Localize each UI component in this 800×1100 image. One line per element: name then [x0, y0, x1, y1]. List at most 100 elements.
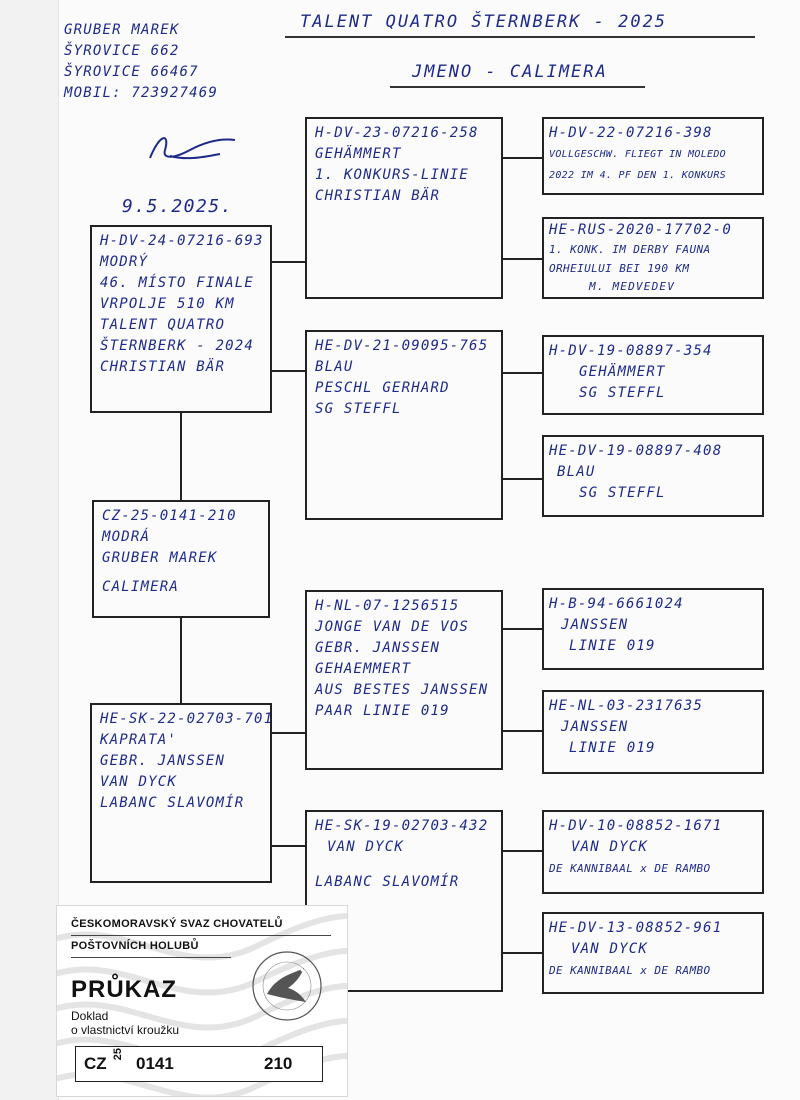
pedigree-sire-box: H-DV-24-07216-693 MODRÝ 46. MÍSTO FINALE…: [90, 225, 272, 413]
sire-color: MODRÝ: [100, 254, 149, 270]
ds-sire-line: LINIE 019: [569, 638, 656, 654]
connector-dam-dam: [272, 845, 305, 847]
sire-sire-line: 1. KONKURS-LINIE: [315, 167, 470, 183]
pedigree-ds-dam-box: HE-NL-03-2317635 JANSSEN LINIE 019: [542, 690, 764, 774]
ds-dam-breeder: JANSSEN: [561, 719, 629, 735]
sd-sire-color: GEHÄMMERT: [579, 364, 666, 380]
title-underline: [285, 36, 755, 38]
connector-ds-dam: [503, 730, 542, 732]
sd-dam-ring: HE-DV-19-08897-408: [549, 443, 723, 459]
signature: [149, 137, 236, 160]
dam-breeder: LABANC SLAVOMÍR: [100, 795, 245, 811]
pedigree-dd-dam-box: HE-DV-13-08852-961 VAN DYCK DE KANNIBAAL…: [542, 912, 764, 994]
ds-sire-ring: H-B-94-6661024: [549, 596, 684, 612]
pigeon-name: JMENO - CALIMERA: [412, 62, 608, 82]
sire-dam-ring: HE-DV-21-09095-765: [315, 338, 489, 354]
dam-dam-spacer: [315, 858, 493, 872]
card-title: PRŮKAZ: [71, 976, 177, 1003]
sire-result-4: ŠTERNBERK - 2024: [100, 338, 255, 354]
connector-sire-dam: [272, 370, 305, 372]
sire-result-3: TALENT QUATRO: [100, 317, 226, 333]
dam-dam-ring: HE-SK-19-02703-432: [315, 818, 489, 834]
dam-ring: HE-SK-22-02703-701: [100, 711, 274, 727]
card-org-line-1: ČESKOMORAVSKÝ SVAZ CHOVATELŮ: [71, 918, 283, 930]
connector-subject-dam: [180, 618, 182, 703]
ss-sire-ring: H-DV-22-07216-398: [549, 125, 713, 141]
subject-color: MODRÁ: [102, 529, 151, 545]
name-underline: [390, 86, 645, 88]
pedigree-sire-sire-box: H-DV-23-07216-258 GEHÄMMERT 1. KONKURS-L…: [305, 117, 503, 299]
sd-sire-ring: H-DV-19-08897-354: [549, 343, 713, 359]
sire-sire-color: GEHÄMMERT: [315, 146, 402, 162]
subject-spacer: [102, 569, 260, 577]
sire-sire-breeder: CHRISTIAN BÄR: [315, 188, 441, 204]
card-subtitle-1: Doklad: [71, 1009, 109, 1023]
pedigree-sd-dam-box: HE-DV-19-08897-408 BLAU SG STEFFL: [542, 435, 764, 517]
page-title: TALENT QUATRO ŠTERNBERK - 2025: [300, 12, 668, 32]
ring-country: CZ: [84, 1054, 107, 1073]
dam-sire-breeder: GEBR. JANSSEN: [315, 640, 441, 656]
connector-sd-sire: [503, 372, 542, 374]
sire-sire-ring: H-DV-23-07216-258: [315, 125, 479, 141]
dam-dam-line: VAN DYCK: [327, 839, 405, 855]
ds-sire-breeder: JANSSEN: [561, 617, 629, 633]
dd-sire-origin: DE KANNIBAAL x DE RAMBO: [549, 862, 711, 875]
dam-line-1: GEBR. JANSSEN: [100, 753, 226, 769]
ss-sire-result-1: VOLLGESCHW. FLIEGT IN MOLEDO: [549, 149, 726, 160]
connector-dam-sire: [272, 732, 305, 734]
subject-owner: GRUBER MAREK: [102, 550, 218, 566]
pedigree-dd-sire-box: H-DV-10-08852-1671 VAN DYCK DE KANNIBAAL…: [542, 810, 764, 894]
sire-dam-loft: SG STEFFL: [315, 401, 402, 417]
connector-ss-dam: [503, 258, 542, 260]
ds-dam-line: LINIE 019: [569, 740, 656, 756]
ring-number: 0141: [136, 1054, 174, 1073]
pedigree-sd-sire-box: H-DV-19-08897-354 GEHÄMMERT SG STEFFL: [542, 335, 764, 415]
dam-sire-ring: H-NL-07-1256515: [315, 598, 460, 614]
ring-serial: 210: [264, 1054, 293, 1073]
ring-ownership-card: ČESKOMORAVSKÝ SVAZ CHOVATELŮ POŠTOVNÍCH …: [56, 905, 348, 1097]
card-org-line-2: POŠTOVNÍCH HOLUBŮ: [71, 940, 199, 952]
pedigree-subject-box: CZ-25-0141-210 MODRÁ GRUBER MAREK CALIME…: [92, 500, 270, 618]
connector-dd-sire: [503, 850, 542, 852]
ring-year: 25: [112, 1048, 124, 1061]
ds-dam-ring: HE-NL-03-2317635: [549, 698, 704, 714]
pedigree-ds-sire-box: H-B-94-6661024 JANSSEN LINIE 019: [542, 588, 764, 670]
dd-sire-line: VAN DYCK: [571, 839, 649, 855]
connector-dd-dam: [503, 952, 542, 954]
card-org-rule: [71, 935, 331, 936]
sd-sire-loft: SG STEFFL: [579, 385, 666, 401]
pedigree-dam-sire-box: H-NL-07-1256515 JONGE VAN DE VOS GEBR. J…: [305, 590, 503, 770]
connector-ss-sire: [503, 157, 542, 159]
dd-sire-ring: H-DV-10-08852-1671: [549, 818, 723, 834]
owner-name: GRUBER MAREK: [64, 22, 180, 38]
pigeon-stamp-icon: [252, 951, 322, 1021]
pedigree-ss-sire-box: H-DV-22-07216-398 VOLLGESCHW. FLIEGT IN …: [542, 117, 764, 195]
dam-line-2: VAN DYCK: [100, 774, 178, 790]
connector-sire-sire: [272, 261, 305, 263]
pedigree-sire-dam-box: HE-DV-21-09095-765 BLAU PESCHL GERHARD S…: [305, 330, 503, 520]
sire-breeder: CHRISTIAN BÄR: [100, 359, 226, 375]
dd-dam-ring: HE-DV-13-08852-961: [549, 920, 723, 936]
dam-sire-origin-2: PAAR LINIE 019: [315, 703, 450, 719]
sd-dam-color: BLAU: [557, 464, 596, 480]
ring-number-field: CZ 25 0141 210: [75, 1046, 323, 1082]
dam-sire-origin-1: AUS BESTES JANSSEN: [315, 682, 489, 698]
ss-dam-ring: HE-RUS-2020-17702-0: [549, 222, 732, 238]
subject-ring: CZ-25-0141-210: [102, 508, 237, 524]
owner-city: ŠYROVICE 66467: [64, 64, 199, 80]
dam-dam-breeder: LABANC SLAVOMÍR: [315, 874, 460, 890]
dam-sire-name: JONGE VAN DE VOS: [315, 619, 470, 635]
pedigree-date: 9.5.2025.: [122, 196, 234, 217]
sd-dam-loft: SG STEFFL: [579, 485, 666, 501]
ss-dam-result-2: ORHEIULUI BEI 190 KM: [549, 262, 690, 275]
sire-result-2: VRPOLJE 510 KM: [100, 296, 235, 312]
pedigree-dam-dam-box: HE-SK-19-02703-432 VAN DYCK LABANC SLAVO…: [305, 810, 503, 992]
owner-phone: MOBIL: 723927469: [64, 85, 219, 101]
card-subtitle-2: o vlastnictví kroužku: [71, 1023, 180, 1037]
ss-dam-breeder: M. MEDVEDEV: [589, 280, 676, 293]
pedigree-dam-box: HE-SK-22-02703-701 KAPRATA' GEBR. JANSSE…: [90, 703, 272, 883]
pedigree-ss-dam-box: HE-RUS-2020-17702-0 1. KONK. IM DERBY FA…: [542, 217, 764, 299]
owner-address: GRUBER MAREK ŠYROVICE 662 ŠYROVICE 66467…: [64, 20, 218, 104]
sire-dam-breeder: PESCHL GERHARD: [315, 380, 450, 396]
card-org-rule-2: [71, 957, 231, 958]
